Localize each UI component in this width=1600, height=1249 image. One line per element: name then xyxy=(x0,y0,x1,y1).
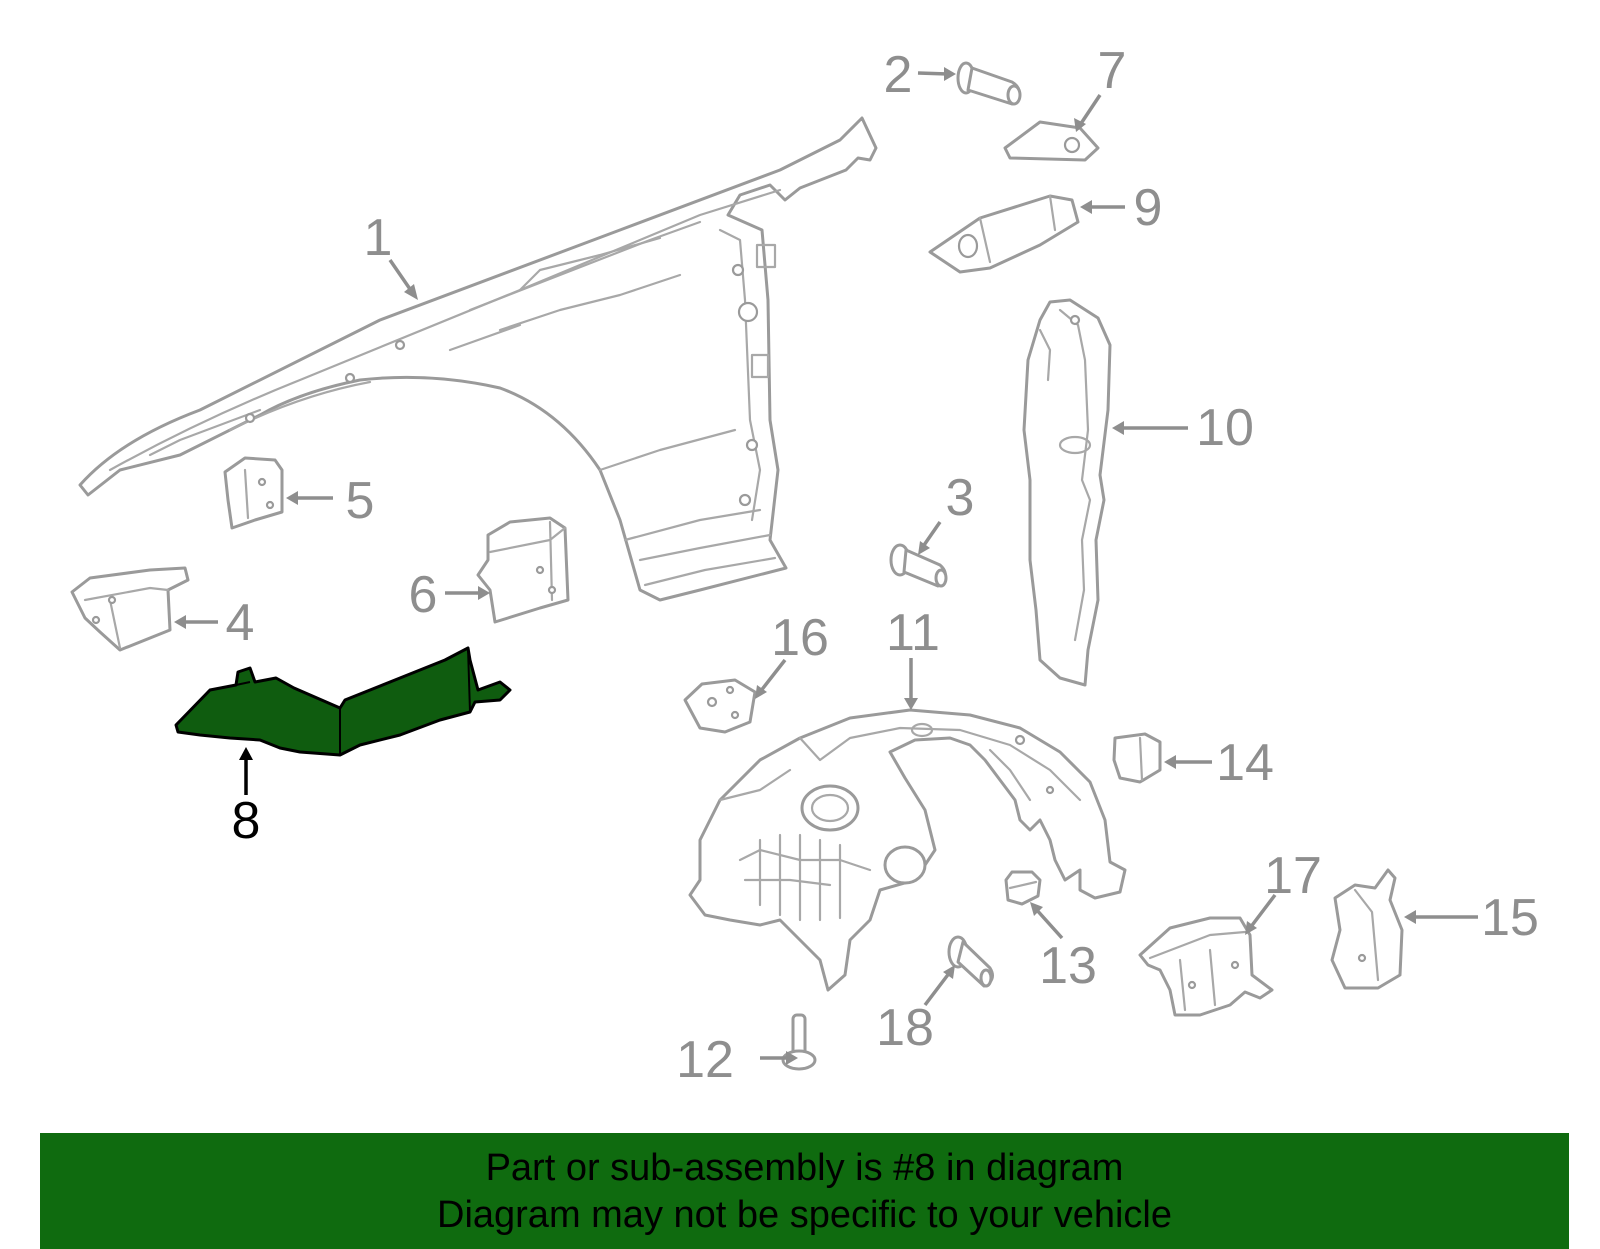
part-10-seal[interactable] xyxy=(1022,298,1112,687)
part-2-bolt[interactable] xyxy=(956,61,1022,106)
callout-16: 16 xyxy=(771,609,829,667)
callout-7: 7 xyxy=(1098,42,1127,100)
arrowhead-3 xyxy=(918,541,930,555)
part-11-fender-liner[interactable] xyxy=(688,708,1127,992)
arrowhead-14 xyxy=(1164,755,1176,769)
banner-line-1: Part or sub-assembly is #8 in diagram xyxy=(485,1147,1124,1189)
part-5-bracket[interactable] xyxy=(223,456,284,530)
callout-6: 6 xyxy=(409,566,438,624)
leader-18 xyxy=(923,970,952,1007)
callout-3: 3 xyxy=(946,469,975,527)
arrowhead-18 xyxy=(943,965,955,979)
arrowhead-13 xyxy=(1030,902,1043,916)
callout-4: 4 xyxy=(226,594,255,652)
part-14-clip[interactable] xyxy=(1112,732,1162,784)
leader-17 xyxy=(1248,893,1277,930)
callout-8: 8 xyxy=(232,792,261,850)
arrowhead-2 xyxy=(944,67,956,81)
arrowhead-4 xyxy=(174,615,186,629)
arrowhead-10 xyxy=(1112,421,1124,435)
leader-7 xyxy=(1078,94,1102,126)
callout-13: 13 xyxy=(1039,937,1097,995)
arrowhead-7 xyxy=(1074,118,1086,132)
part-1-fender[interactable] xyxy=(78,116,878,602)
callout-5: 5 xyxy=(346,472,375,530)
arrowhead-17 xyxy=(1245,921,1257,935)
part-13-clip[interactable] xyxy=(1004,870,1042,906)
leader-16 xyxy=(758,658,787,694)
part-9-bracket[interactable] xyxy=(928,194,1080,274)
arrowhead-11 xyxy=(904,698,918,710)
leader-13 xyxy=(1033,906,1064,940)
callout-9: 9 xyxy=(1134,179,1163,237)
arrowhead-6 xyxy=(478,586,490,600)
leader-2 xyxy=(917,71,949,76)
callout-11: 11 xyxy=(886,604,940,662)
banner-line-2: Diagram may not be specific to your vehi… xyxy=(437,1194,1172,1236)
part-18-bolt[interactable] xyxy=(947,935,994,988)
leader-1 xyxy=(388,259,414,293)
arrowhead-12 xyxy=(786,1051,798,1065)
arrowhead-15 xyxy=(1404,910,1416,924)
callout-12: 12 xyxy=(676,1031,734,1089)
callout-1: 1 xyxy=(364,209,393,267)
arrowhead-5 xyxy=(286,491,298,505)
part-16-plug[interactable] xyxy=(683,678,757,734)
part-6-bracket[interactable] xyxy=(476,516,570,624)
callout-14: 14 xyxy=(1216,734,1274,792)
part-4-bracket[interactable] xyxy=(70,566,190,652)
leader-3 xyxy=(920,521,942,549)
callout-18: 18 xyxy=(876,999,934,1057)
part-7-bracket[interactable] xyxy=(1003,120,1100,162)
arrowhead-16 xyxy=(755,685,767,699)
arrowhead-8 xyxy=(239,747,253,760)
arrowhead-9 xyxy=(1080,200,1092,214)
callout-17: 17 xyxy=(1264,847,1322,905)
part-15-bracket[interactable] xyxy=(1330,868,1404,990)
callout-15: 15 xyxy=(1481,889,1539,947)
part-17-bracket[interactable] xyxy=(1138,916,1274,1017)
arrowhead-1 xyxy=(404,284,418,300)
info-banner: Part or sub-assembly is #8 in diagram Di… xyxy=(40,1133,1569,1249)
part-3-bolt[interactable] xyxy=(889,543,948,588)
part-8-bracket-highlighted[interactable] xyxy=(174,646,512,757)
callout-2: 2 xyxy=(884,46,913,104)
callout-10: 10 xyxy=(1196,399,1254,457)
